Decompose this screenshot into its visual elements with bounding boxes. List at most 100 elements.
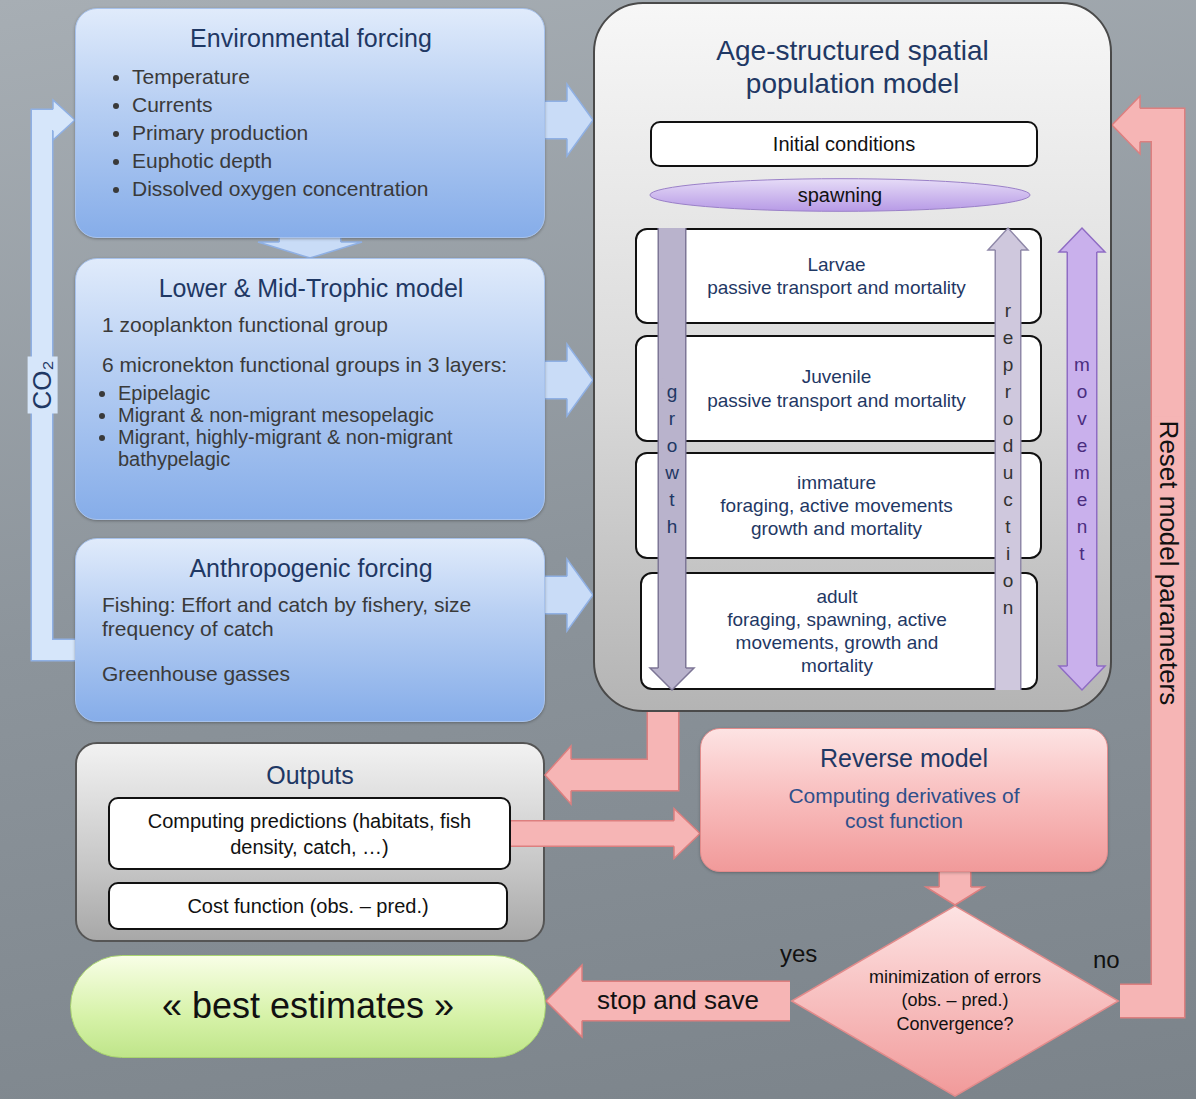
arrow-shaft [581,982,791,1020]
box-heading: Environmental forcing [102,23,520,53]
edge-label: stop and save [593,986,763,1016]
arrow-head [674,809,700,859]
arrow-head [53,100,75,140]
label-letter: w [661,459,683,486]
arrow-outline [658,228,687,670]
box-text: Greenhouse gasses [102,662,520,686]
edge-label: growth [661,378,683,540]
flow-arrow [545,712,663,804]
arrow-head-outline [567,344,593,416]
flow-arrow [258,238,362,258]
diamond-shape [792,906,1119,1096]
label-letter: t [661,486,683,513]
bullet-list: EpipelagicMigrant & non-migrant mesopela… [102,382,520,470]
stage-heading: Larvae [807,253,865,276]
arrow-head [1112,96,1140,154]
label-letter: o [997,405,1019,432]
box-label: Initial conditions [773,131,915,157]
label-letter: o [1071,378,1093,405]
process-box: Reverse modelComputing derivatives of co… [700,728,1108,872]
box-text: Fishing: Effort and catch by fishery, si… [102,593,520,640]
arrow-head-outline [567,559,593,631]
life-stage-box: Larvaepassive transport and mortality [635,228,1042,324]
arrow-head [567,559,593,631]
arrow-head-outline [1112,96,1140,154]
arrow-head [258,242,362,258]
bullet-item: Migrant, highly-migrant & non-migrant ba… [118,426,520,470]
bullet-item: Currents [132,91,520,119]
forcing-box: Environmental forcingTemperatureCurrents… [75,8,545,238]
arrow-outline [939,872,972,889]
label-letter: o [661,432,683,459]
arrow-outline [545,361,569,400]
label-letter: r [661,405,683,432]
arrow-outline [581,981,791,1022]
stage-text: passive transport and mortality [707,276,966,299]
arrow-shaft [545,577,569,613]
bullet-item: Euphotic depth [132,147,520,175]
arrow-shaft [511,822,676,846]
box-text: Computing derivatives of cost function [784,783,1024,833]
label-letter: u [997,459,1019,486]
box-label: spawning [798,182,883,208]
bullet-item: Migrant & non-migrant mesopelagic [118,404,520,426]
bullet-item: Temperature [132,63,520,91]
edge-label: reproduction [997,297,1019,621]
arrow-head [1059,228,1105,252]
panel-heading: Age-structured spatial population model [683,34,1023,100]
arrow-head-outline [545,746,571,804]
arrow-outline [511,820,676,847]
label-letter: c [997,486,1019,513]
stage-heading: Juvenile [802,365,872,388]
label-letter: e [1071,486,1093,513]
stage-heading: adult [816,585,857,608]
bullet-item: Primary production [132,119,520,147]
arrow-outline [995,249,1022,691]
box-label: « best estimates » [162,983,454,1030]
label-letter: n [1071,513,1093,540]
life-stage-box: immatureforaging, active movements growt… [635,452,1042,559]
label-letter: o [997,567,1019,594]
forcing-box: Anthropogenic forcingFishing: Effort and… [75,538,545,722]
stage-text: foraging, spawning, active movements, gr… [700,608,974,678]
box-heading: Lower & Mid-Trophic model [102,273,520,303]
arrow-head-outline [1059,228,1105,252]
bullet-item: Epipelagic [118,382,520,404]
box-text: 6 micronekton functional groups in 3 lay… [102,353,520,377]
arrow-shaft [570,712,664,775]
arrow-head-outline [567,84,593,156]
life-stage-box: Juvenilepassive transport and mortality [635,335,1042,442]
arrow-outline [545,576,569,615]
label-letter: v [1071,405,1093,432]
label-letter: p [997,351,1019,378]
arrow-head [567,344,593,416]
arrow-shaft [1068,251,1096,668]
bullet-list: TemperatureCurrentsPrimary productionEup… [102,63,520,203]
flow-arrow [926,872,984,905]
arrow-outline [1067,251,1098,668]
process-box: Initial conditions [650,121,1038,167]
arrow-head [926,887,984,905]
edge-label: Reset model parameters [1153,417,1183,710]
label-letter: h [661,513,683,540]
box-label: minimization of errors (obs. – pred.) Co… [855,966,1055,1036]
arrow-outline [545,101,569,140]
arrow-head-outline [674,809,700,859]
label-letter: r [997,297,1019,324]
label-letter: n [997,594,1019,621]
label-letter: e [997,324,1019,351]
label-letter: d [997,432,1019,459]
label-letter: t [1071,540,1093,567]
arrow-shaft [940,872,970,889]
arrow-head [545,746,571,804]
arrow-shaft [545,362,569,398]
life-stage-box: adultforaging, spawning, active movement… [640,572,1038,690]
model-box: Lower & Mid-Trophic model 1 zooplankton f… [75,258,545,520]
label-letter: r [997,378,1019,405]
arrow-shaft [659,228,685,670]
flow-arrow [1059,228,1105,690]
box-heading: Reverse model [721,743,1087,773]
box-text: 1 zooplankton functional group [102,313,520,337]
box-heading: Outputs [87,760,533,790]
